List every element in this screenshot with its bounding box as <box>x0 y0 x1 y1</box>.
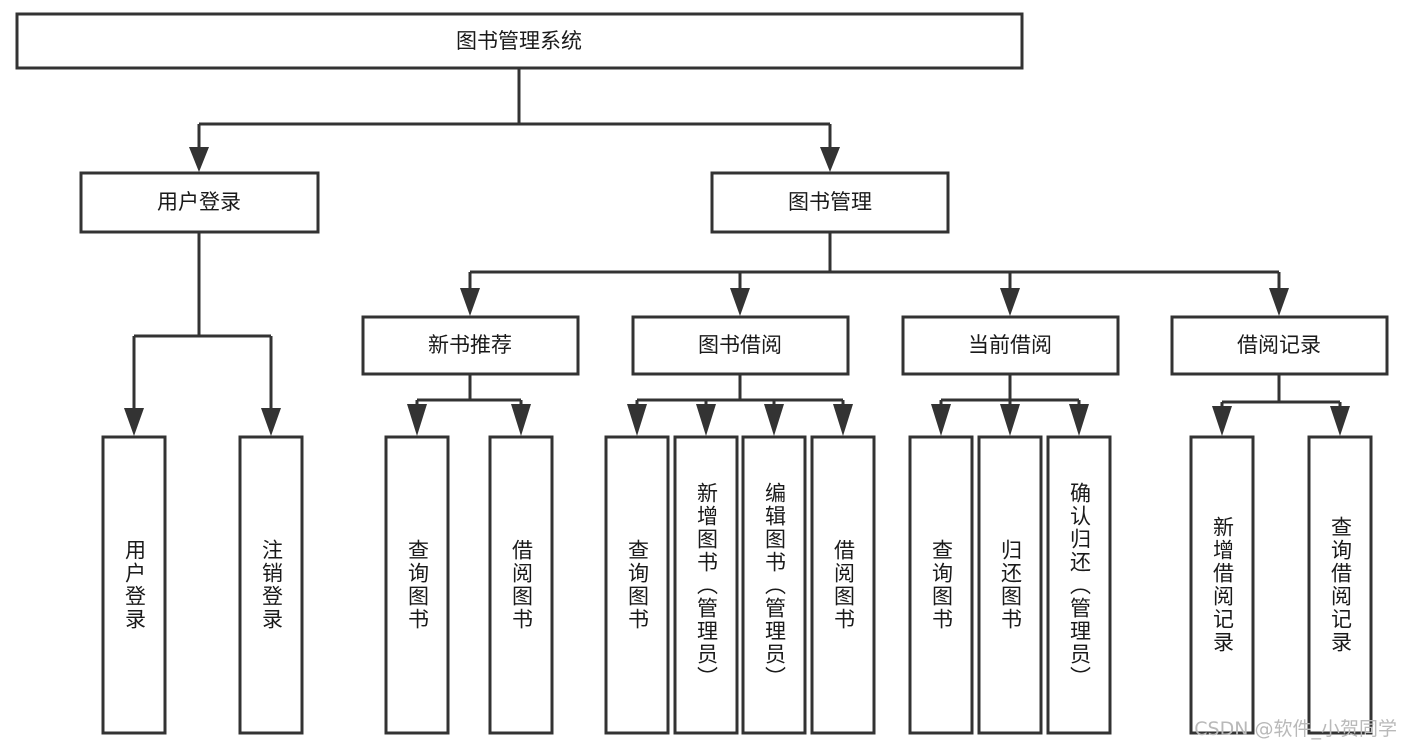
connector-group-root <box>189 68 840 172</box>
node-current-borrow[interactable] <box>901 315 1120 376</box>
node-leaf-return-book[interactable] <box>977 435 1043 735</box>
node-user-login-label: 用户登录 <box>157 190 241 214</box>
node-current-borrow-label: 当前借阅 <box>968 333 1052 357</box>
arrowhead-leaf-add-borrow-record <box>1212 406 1232 436</box>
connector-group-current-borrow <box>931 374 1089 436</box>
node-book-manage-label: 图书管理 <box>788 190 872 214</box>
node-leaf-edit-book-admin[interactable] <box>741 435 807 735</box>
arrowhead-leaf-borrow-book-1 <box>511 404 531 436</box>
arrowhead-leaf-user-login <box>124 408 144 436</box>
node-leaf-confirm-return-admin[interactable] <box>1046 435 1112 735</box>
node-new-book-recommend-label: 新书推荐 <box>428 333 512 357</box>
node-root-label: 图书管理系统 <box>456 29 582 53</box>
arrowhead-leaf-add-book-admin <box>696 404 716 436</box>
arrowhead-leaf-query-book-3 <box>931 404 951 436</box>
node-root[interactable] <box>15 12 1024 70</box>
arrowhead-leaf-confirm-return-admin <box>1069 404 1089 436</box>
node-book-manage[interactable] <box>710 171 950 234</box>
arrowhead-book-manage <box>820 147 840 172</box>
node-book-borrow-label: 图书借阅 <box>698 333 782 357</box>
node-leaf-user-login[interactable] <box>101 435 167 735</box>
node-leaf-add-borrow-record[interactable] <box>1189 435 1255 735</box>
node-leaf-query-book-1[interactable] <box>384 435 450 735</box>
arrowhead-borrow-record <box>1269 288 1289 316</box>
node-borrow-record-label: 借阅记录 <box>1237 333 1321 357</box>
arrowhead-leaf-edit-book-admin <box>764 404 784 436</box>
node-new-book-recommend[interactable] <box>361 315 580 376</box>
connector-group-book-manage <box>460 232 1289 316</box>
arrowhead-new-book-recommend <box>460 288 480 316</box>
connector-group-borrow-record <box>1212 374 1350 436</box>
node-book-borrow[interactable] <box>631 315 850 376</box>
connector-group-new-book-recommend <box>407 374 531 436</box>
arrowhead-user-login <box>189 147 209 172</box>
arrowhead-leaf-query-borrow-record <box>1330 406 1350 436</box>
node-leaf-add-book-admin[interactable] <box>673 435 739 735</box>
arrowhead-leaf-query-book-2 <box>627 404 647 436</box>
arrowhead-book-borrow <box>730 288 750 316</box>
connector-group-user-login <box>124 232 281 436</box>
arrowhead-current-borrow <box>1000 288 1020 316</box>
node-leaf-borrow-book-2[interactable] <box>810 435 876 735</box>
node-user-login[interactable] <box>79 171 320 234</box>
node-leaf-query-book-3[interactable] <box>908 435 974 735</box>
arrowhead-leaf-query-book-1 <box>407 404 427 436</box>
node-leaf-query-borrow-record[interactable] <box>1307 435 1373 735</box>
node-leaf-query-book-2[interactable] <box>604 435 670 735</box>
node-leaf-user-logout[interactable] <box>238 435 304 735</box>
node-borrow-record[interactable] <box>1170 315 1389 376</box>
arrowhead-leaf-return-book <box>1000 404 1020 436</box>
node-leaf-borrow-book-1[interactable] <box>488 435 554 735</box>
watermark-text: CSDN @软件_小贺同学 <box>1194 718 1397 740</box>
arrowhead-leaf-borrow-book-2 <box>833 404 853 436</box>
connector-group-book-borrow <box>627 374 853 436</box>
arrowhead-leaf-user-logout <box>261 408 281 436</box>
